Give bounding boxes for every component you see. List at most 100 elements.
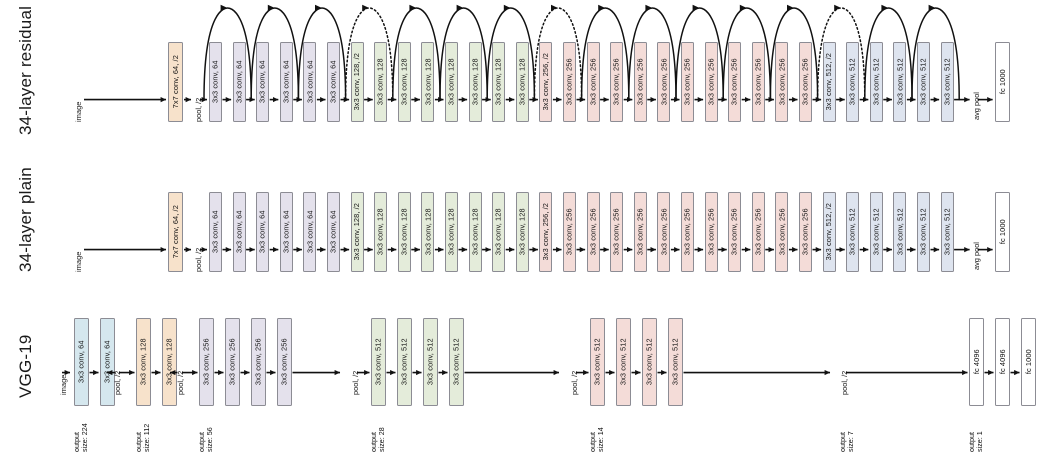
block-label: fc 4096 [997,349,1007,375]
conv-block-resnet34-22: 3x3 conv, 256 [728,42,742,122]
block-label: 3x3 conv, 512 [871,208,881,256]
conv-block-resnet34-14: 3x3 conv, 256, /2 [539,42,553,122]
block-label: 3x3 conv, 128 [375,208,385,256]
conv-block-resnet34-20: 3x3 conv, 256 [681,42,694,122]
block-label: 3x3 conv, 256 [753,208,763,256]
conv-block-resnet34-3: 3x3 conv, 64 [279,42,293,122]
block-label: 3x3 conv, 256 [777,208,787,256]
block-label: 3x3 conv, 64 [234,210,244,254]
conv-block-resnet34-18: 3x3 conv, 256 [633,42,647,122]
conv-block-resnet34-15: 3x3 conv, 256 [563,42,576,122]
conv-block-plain34-4: 3x3 conv, 64 [303,192,317,272]
vgg-pool-caption-1: pool, /2 [176,370,185,395]
vgg-block-3-3: 3x3 conv, 512 [449,318,464,406]
conv-block-resnet34-26: 3x3 conv, 512, /2 [822,42,836,122]
block-label: 3x3 conv, 256, /2 [541,53,551,111]
conv-block-resnet34-8: 3x3 conv, 128 [397,42,411,122]
vgg-block-4-3: 3x3 conv, 512 [668,318,683,406]
vgg-block-4-1: 3x3 conv, 512 [616,318,631,406]
conv-block-plain34-2: 3x3 conv, 64 [256,192,270,272]
block-label: 3x3 conv, 512 [918,58,928,106]
shortcut-resnet34-8-head [598,4,605,11]
conv-block-resnet34-28: 3x3 conv, 512 [869,42,883,122]
conv-block-resnet34-6: 3x3 conv, 128, /2 [350,42,364,122]
conv-block-resnet34-1: 3x3 conv, 64 [232,42,246,122]
shortcut-resnet34-9-head [645,4,652,11]
fc-block-plain34: fc 1000 [994,192,1010,272]
block-label: 3x3 conv, 256 [564,208,574,256]
block-label: 3x3 conv, 256 [588,58,598,106]
block-label: 3x3 conv, 512 [592,338,602,386]
vgg-pool-caption-3: pool, /2 [570,370,579,395]
shortcut-resnet34-0-head [220,4,228,11]
block-label: 7x7 conv, 64, /2 [170,205,180,259]
conv-block-resnet34-4: 3x3 conv, 64 [303,42,317,122]
block-label: 3x3 conv, 256 [706,58,716,106]
conv-block-resnet34-29: 3x3 conv, 512 [893,42,907,122]
block-label: 3x3 conv, 512 [670,338,680,386]
vgg-pool-caption-2: pool, /2 [351,370,360,395]
avgpool-caption-resnet34: avg pool [971,91,981,120]
shortcut-resnet34-14-head [881,4,888,11]
block-label: 3x3 conv, 256 [777,58,787,106]
image-caption-resnet34: image [74,101,83,122]
conv-block-resnet34-21: 3x3 conv, 256 [704,42,718,122]
block-label: 3x3 conv, 256 [564,58,574,106]
conv-block-plain34-3: 3x3 conv, 64 [279,192,293,272]
block-label: 3x3 conv, 256 [706,208,716,256]
conv-block-plain34-24: 3x3 conv, 256 [775,192,789,272]
vgg-block-0-0: 3x3 conv, 64 [74,318,89,406]
conv-block-plain34-12: 3x3 conv, 128 [492,192,506,272]
shortcut-resnet34-1-head [267,4,275,11]
block-label: 3x3 conv, 256 [729,208,739,256]
conv-block-plain34-20: 3x3 conv, 256 [681,192,694,272]
vgg-block-0-1: 3x3 conv, 64 [100,318,115,406]
conv-block-plain34-25: 3x3 conv, 256 [799,192,812,272]
conv-block-resnet34-13: 3x3 conv, 128 [515,42,529,122]
block-label: 3x3 conv, 512 [847,208,857,256]
block-label: 3x3 conv, 512, /2 [824,203,834,261]
conv-block-plain34-19: 3x3 conv, 256 [657,192,671,272]
block-label: fc 1000 [997,69,1007,95]
conv-block-plain34-11: 3x3 conv, 128 [468,192,482,272]
vgg-block-1-0: 3x3 conv, 128 [136,318,151,406]
row-label-vgg19: VGG-19 [16,334,35,398]
block-label: 3x3 conv, 512 [918,208,928,256]
conv-block-resnet34-11: 3x3 conv, 128 [468,42,482,122]
block-label: 3x3 conv, 128 [399,58,409,106]
block-label: 3x3 conv, 512 [847,58,857,106]
block-label: 3x3 conv, 256 [227,338,237,386]
block-label: 3x3 conv, 512 [942,208,952,256]
block-label: 3x3 conv, 512 [399,338,409,386]
vgg-block-3-1: 3x3 conv, 512 [397,318,412,406]
conv-block-plain34-1: 3x3 conv, 64 [232,192,246,272]
conv-block-resnet34-30: 3x3 conv, 512 [917,42,930,122]
conv-block-resnet34-25: 3x3 conv, 256 [799,42,812,122]
block-label: fc 1000 [1023,349,1033,375]
shortcut-resnet34-11-head [739,4,747,11]
row-label-resnet34: 34-layer residual [16,5,35,135]
conv-block-plain34-6: 3x3 conv, 128, /2 [350,192,364,272]
block-label: 3x3 conv, 512 [618,338,628,386]
block-label: 3x3 conv, 256 [201,338,211,386]
block-label: 3x3 conv, 128 [423,208,433,256]
shortcut-resnet34-12-head [787,4,794,11]
vgg-block-5-1: fc 4096 [995,318,1010,406]
vgg-pool-caption-4: pool, /2 [840,370,849,395]
shortcut-resnet34-3-head [362,4,369,11]
conv-block-resnet34-10: 3x3 conv, 128 [445,42,458,122]
conv-block-resnet34-9: 3x3 conv, 128 [421,42,435,122]
block-label: 3x3 conv, 128 [446,208,456,256]
conv-block-plain34-18: 3x3 conv, 256 [633,192,647,272]
conv-block-plain34-26: 3x3 conv, 512, /2 [822,192,836,272]
block-label: 3x3 conv, 128 [470,208,480,256]
block-label: 3x3 conv, 256 [682,208,692,256]
block-label: 3x3 conv, 256, /2 [541,203,551,261]
block-label: fc 1000 [997,219,1007,245]
